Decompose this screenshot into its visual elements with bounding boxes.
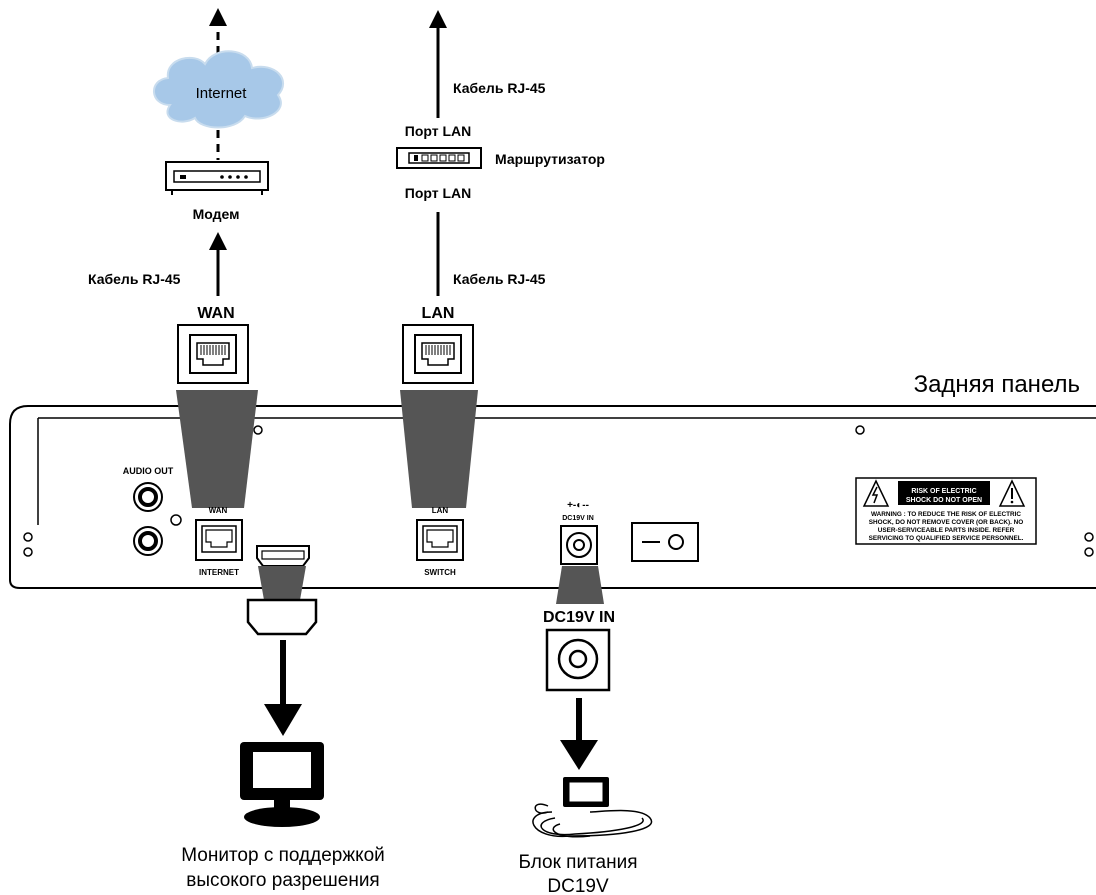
power-adapter-icon bbox=[532, 777, 653, 838]
panel-lan-label: LAN bbox=[432, 506, 449, 515]
top-cable-label: Кабель RJ-45 bbox=[453, 80, 546, 96]
panel-wan-label: WAN bbox=[209, 506, 228, 515]
rj45-port-icon bbox=[195, 519, 243, 561]
monitor-arrowhead bbox=[264, 704, 302, 736]
rear-panel-title: Задняя панель bbox=[914, 371, 1080, 398]
monitor-icon bbox=[240, 742, 324, 827]
panel-dc-label: DC19V IN bbox=[562, 515, 594, 522]
router-label: Маршрутизатор bbox=[495, 151, 605, 167]
warning-line-3: USER-SERVICEABLE PARTS INSIDE. REFER bbox=[878, 527, 1015, 534]
wan-cable-arrowhead bbox=[209, 232, 227, 250]
dc-connector-shadow bbox=[556, 566, 604, 604]
monitor-label-line2: высокого разрешения bbox=[186, 870, 379, 891]
psu-label-line1: Блок питания bbox=[518, 852, 637, 873]
modem-icon bbox=[165, 161, 269, 195]
audio-jack-icon bbox=[133, 482, 163, 556]
panel-internet-label: INTERNET bbox=[199, 568, 239, 577]
rj45-port-icon bbox=[402, 324, 474, 384]
warning-line-1: WARNING : TO REDUCE THE RISK OF ELECTRIC bbox=[871, 511, 1021, 518]
panel-switch-label: SWITCH bbox=[424, 568, 456, 577]
power-switch-icon bbox=[631, 522, 699, 562]
lan-cable-label: Кабель RJ-45 bbox=[453, 271, 546, 287]
lan-port-bottom-label: Порт LAN bbox=[405, 185, 472, 201]
lan-connector-shadow bbox=[400, 390, 478, 508]
dc-in-heading: DC19V IN bbox=[543, 609, 615, 626]
psu-label-line2: DC19V bbox=[547, 876, 609, 895]
lan-port-top-label: Порт LAN bbox=[405, 123, 472, 139]
psu-arrowhead bbox=[560, 740, 598, 770]
hdmi-connector-icon bbox=[246, 598, 318, 636]
router-icon bbox=[396, 147, 482, 169]
warning-line-2: SHOCK, DO NOT REMOVE COVER (OR BACK). NO bbox=[869, 519, 1023, 526]
internet-label: Internet bbox=[196, 85, 248, 102]
rj45-port-icon bbox=[177, 324, 249, 384]
warning-line-4: SERVICING TO QUALIFIED SERVICE PERSONNEL… bbox=[869, 535, 1024, 542]
warning-header-1: RISK OF ELECTRIC bbox=[911, 488, 976, 495]
dc-jack-icon bbox=[545, 628, 611, 692]
wan-cable-label: Кабель RJ-45 bbox=[88, 271, 181, 287]
internet-cloud-icon: Internet bbox=[153, 50, 285, 129]
hdmi-port-icon bbox=[256, 545, 310, 567]
dc-jack-icon bbox=[560, 525, 598, 565]
dc-polarity-label: +-◐-- bbox=[567, 500, 589, 511]
monitor-label-line1: Монитор с поддержкой bbox=[181, 845, 385, 866]
rj45-port-icon bbox=[416, 519, 464, 561]
modem-label: Модем bbox=[193, 206, 240, 222]
wan-connector-shadow bbox=[176, 390, 258, 508]
wan-heading: WAN bbox=[197, 305, 234, 322]
warning-header-2: SHOCK DO NOT OPEN bbox=[906, 497, 982, 504]
warning-triangle-icon bbox=[862, 479, 890, 507]
lan-heading: LAN bbox=[422, 305, 455, 322]
audio-out-label: AUDIO OUT bbox=[123, 466, 174, 476]
hdmi-connector-shadow bbox=[258, 566, 306, 600]
top-cable-arrowhead bbox=[429, 10, 447, 28]
warning-label: RISK OF ELECTRIC SHOCK DO NOT OPEN WARNI… bbox=[855, 477, 1037, 545]
internet-arrowhead bbox=[209, 8, 227, 26]
warning-triangle-icon bbox=[998, 479, 1026, 507]
